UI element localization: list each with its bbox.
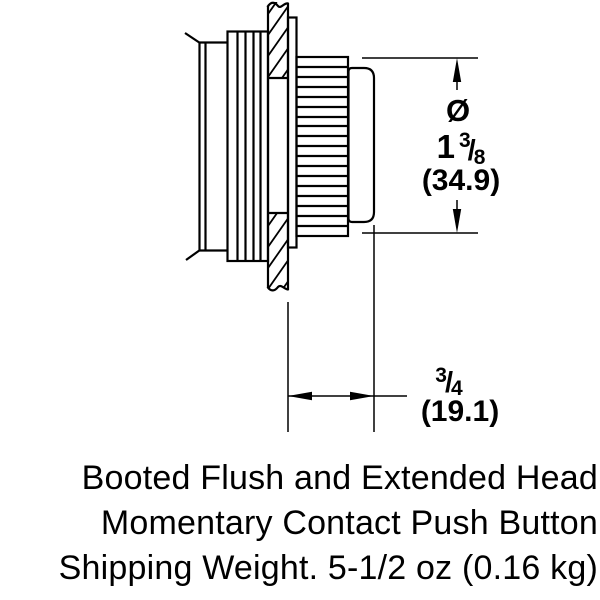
panel-hatch-top <box>267 2 289 78</box>
rear-switch-body <box>184 32 228 261</box>
front-flange <box>286 16 298 249</box>
mounting-panel <box>266 1 290 292</box>
diameter-metric-label: (34.9) <box>422 164 500 197</box>
caption-line-1: Booted Flush and Extended Head <box>81 459 598 497</box>
depth-metric-label: (19.1) <box>421 395 499 428</box>
threaded-bushing <box>226 30 270 263</box>
button-cap <box>347 66 376 224</box>
panel-hatch-bottom <box>267 213 289 288</box>
caption: Booted Flush and Extended Head Momentary… <box>0 456 600 591</box>
caption-line-2: Momentary Contact Push Button <box>100 504 598 542</box>
technical-drawing: Ø 13/8 (34.9) 3/4 (19.1) <box>184 1 500 432</box>
dimension-arrow-down <box>452 209 462 233</box>
boot-rib-lines <box>296 65 348 228</box>
caption-line-3: Shipping Weight. 5-1/2 oz (0.16 kg) <box>58 549 598 587</box>
dimension-arrow-left <box>288 391 312 401</box>
dimension-arrow-up <box>452 58 462 82</box>
depth-dimension: 3/4 (19.1) <box>287 225 499 432</box>
diameter-symbol-label: Ø <box>446 93 470 128</box>
depth-value-label: 3/4 <box>435 364 463 400</box>
dimension-arrow-right <box>350 391 374 401</box>
